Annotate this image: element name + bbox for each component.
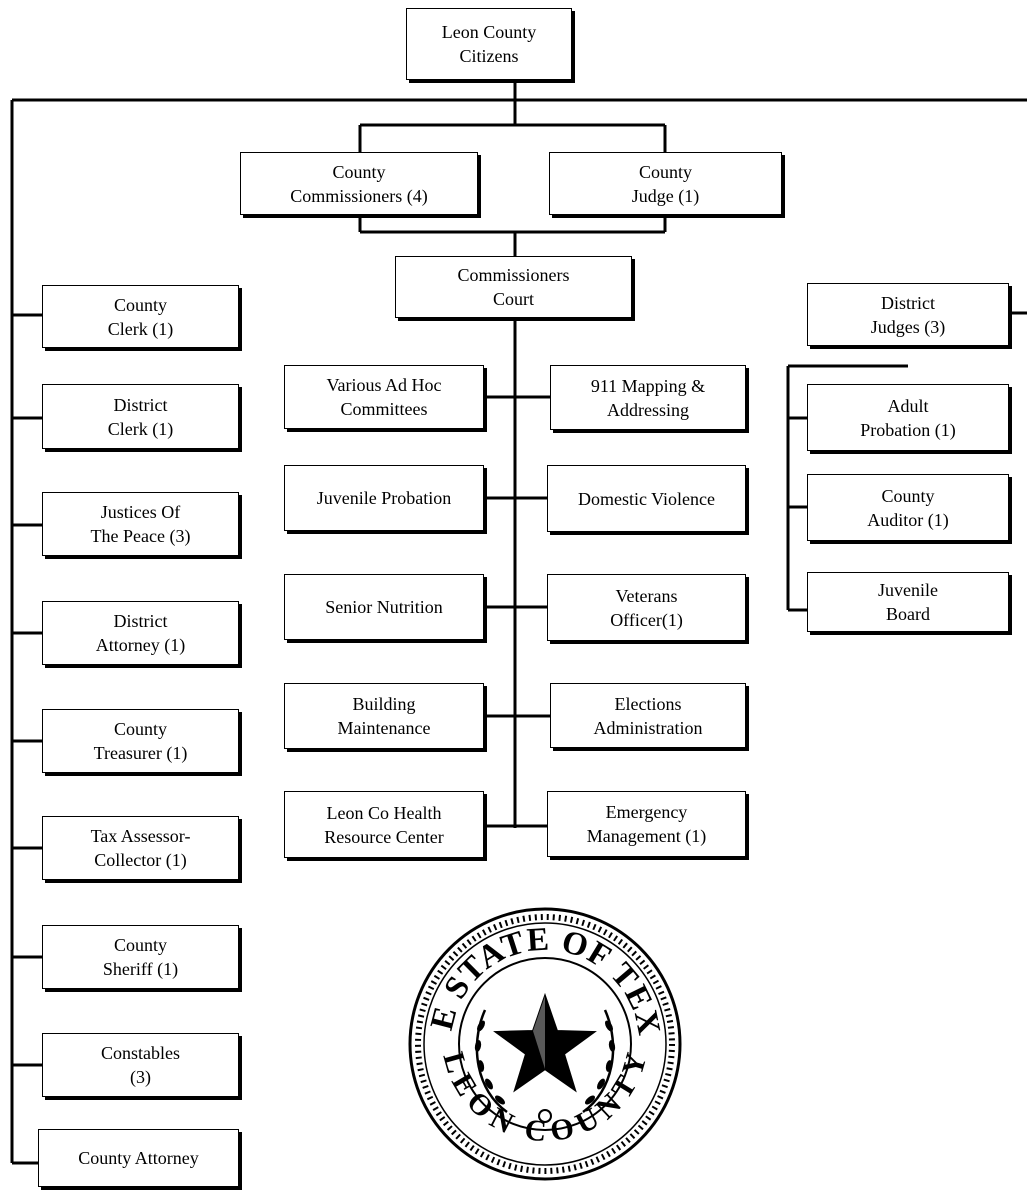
domestic-violence-box: Domestic Violence	[547, 465, 746, 532]
box-label: Building Maintenance	[337, 694, 431, 738]
justices-of-the-peace-box: Justices Of The Peace (3)	[42, 492, 239, 556]
district-clerk-box: District Clerk (1)	[42, 384, 239, 449]
box-label: County Attorney	[78, 1148, 199, 1168]
ribbon-icon	[538, 1109, 552, 1123]
box-label: Tax Assessor- Collector (1)	[90, 826, 191, 870]
adult-probation-box: Adult Probation (1)	[807, 384, 1009, 451]
county-treasurer-box: County Treasurer (1)	[42, 709, 239, 773]
building-maintenance-box: Building Maintenance	[284, 683, 484, 749]
box-label: Juvenile Probation	[316, 488, 452, 508]
wreath-leaves-icon	[474, 1020, 616, 1105]
box-label: Various Ad Hoc Committees	[326, 375, 442, 419]
district-attorney-box: District Attorney (1)	[42, 601, 239, 665]
box-label: County Treasurer (1)	[93, 719, 188, 763]
ad-hoc-committees-box: Various Ad Hoc Committees	[284, 365, 484, 429]
box-label: Commissioners Court	[457, 265, 570, 309]
box-label: Justices Of The Peace (3)	[90, 502, 191, 546]
county-commissioners-box: County Commissioners (4)	[240, 152, 478, 215]
constables-box: Constables (3)	[42, 1033, 239, 1097]
box-label: County Clerk (1)	[107, 294, 174, 339]
box-label: Juvenile Board	[878, 580, 938, 624]
leon-county-citizens-box: Leon County Citizens	[406, 8, 572, 80]
county-clerk-box: County Clerk (1)	[42, 285, 239, 348]
box-label: District Attorney (1)	[95, 611, 186, 655]
county-judge-box: County Judge (1)	[549, 152, 782, 215]
box-label: County Commissioners (4)	[290, 161, 428, 206]
box-label: Adult Probation (1)	[860, 395, 956, 440]
juvenile-board-box: Juvenile Board	[807, 572, 1009, 632]
county-auditor-box: County Auditor (1)	[807, 474, 1009, 541]
star-icon	[493, 992, 597, 1093]
health-resource-center-box: Leon Co Health Resource Center	[284, 791, 484, 858]
tax-assessor-collector-box: Tax Assessor- Collector (1)	[42, 816, 239, 880]
juvenile-probation-box: Juvenile Probation	[284, 465, 484, 531]
emergency-management-box: Emergency Management (1)	[547, 791, 746, 857]
box-label: Senior Nutrition	[325, 597, 443, 617]
box-label: Domestic Violence	[577, 488, 716, 509]
box-label: Emergency Management (1)	[586, 802, 707, 846]
commissioners-court-box: Commissioners Court	[395, 256, 632, 318]
box-label: Leon County Citizens	[441, 22, 537, 66]
elections-administration-box: Elections Administration	[550, 683, 746, 748]
box-label: Elections Administration	[593, 693, 703, 738]
box-label: Constables (3)	[101, 1043, 180, 1087]
veterans-officer-box: Veterans Officer(1)	[547, 574, 746, 641]
district-judges-box: District Judges (3)	[807, 283, 1009, 346]
mapping-addressing-box: 911 Mapping & Addressing	[550, 365, 746, 430]
county-attorney-box: County Attorney	[38, 1129, 239, 1187]
senior-nutrition-box: Senior Nutrition	[284, 574, 484, 640]
leon-county-seal: THE STATE OF TEXAS LEON COUNTY	[407, 906, 682, 1181]
box-label: District Clerk (1)	[107, 394, 174, 439]
box-label: District Judges (3)	[870, 292, 946, 337]
box-label: 911 Mapping & Addressing	[590, 375, 706, 420]
county-sheriff-box: County Sheriff (1)	[42, 925, 239, 989]
box-label: Leon Co Health Resource Center	[324, 802, 444, 847]
box-label: County Judge (1)	[631, 161, 700, 206]
box-label: Veterans Officer(1)	[610, 585, 683, 630]
box-label: County Auditor (1)	[867, 485, 949, 530]
box-label: County Sheriff (1)	[102, 935, 179, 979]
